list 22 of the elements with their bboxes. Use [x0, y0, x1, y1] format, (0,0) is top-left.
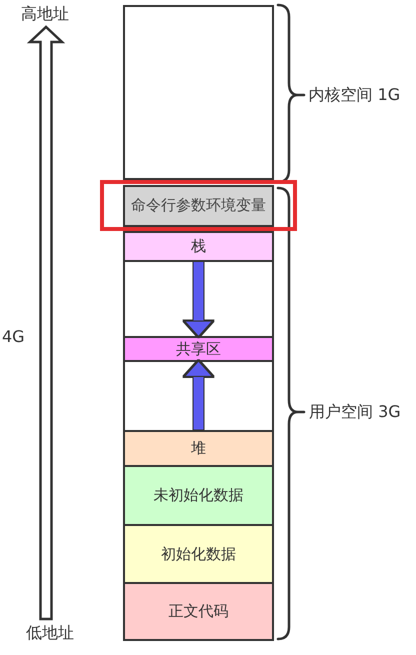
memory-segment: [123, 464, 274, 526]
segment-label: 命令行参数环境变量: [131, 197, 266, 214]
segment-label: 正文代码: [168, 603, 228, 620]
size-label: 4G: [2, 329, 25, 345]
memory-segment: [123, 582, 274, 641]
segment-label: 共享区: [176, 340, 221, 357]
memory-segment: [123, 336, 274, 362]
arrow: [184, 360, 214, 430]
arrow: [184, 262, 214, 338]
memory-segment: [123, 231, 274, 262]
memory-segment: [123, 184, 274, 226]
address-label: 低地址: [26, 625, 74, 641]
segment-label: 栈: [191, 238, 206, 255]
brace-label: 用户空间 3G: [309, 404, 401, 420]
brace-label: 内核空间 1G: [308, 86, 400, 102]
address-label: 高地址: [21, 6, 69, 22]
segment-label: 未初始化数据: [154, 487, 244, 504]
highlight-frame: [100, 180, 297, 231]
segment-label: 堆: [191, 440, 206, 456]
segment-label: 初始化数据: [161, 546, 236, 562]
memory-segment: [123, 430, 274, 467]
memory-segment: [123, 524, 274, 584]
